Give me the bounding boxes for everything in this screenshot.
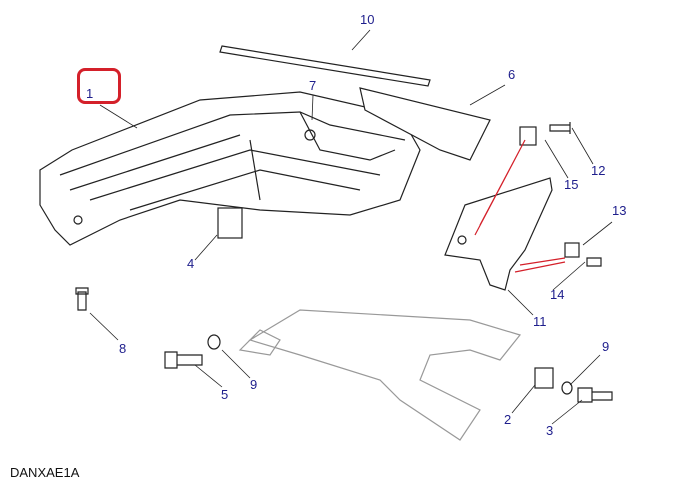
part-9-washer bbox=[561, 381, 573, 395]
leader-lines bbox=[89, 29, 613, 425]
callout-11[interactable]: 11 bbox=[533, 314, 547, 329]
callout-13[interactable]: 13 bbox=[612, 203, 627, 218]
part-1-bumper-end bbox=[39, 91, 421, 246]
part-11-bracket bbox=[444, 177, 553, 291]
part-12-bolt bbox=[549, 122, 571, 134]
callout-1[interactable]: 1 bbox=[86, 86, 94, 101]
part-3-bolt bbox=[577, 387, 613, 403]
part-9-washer bbox=[207, 334, 221, 350]
part-14-bolt bbox=[586, 257, 602, 267]
callout-9[interactable]: 9 bbox=[250, 377, 258, 392]
part-15-clip bbox=[519, 126, 537, 146]
part-2-nut bbox=[534, 367, 554, 389]
callout-2[interactable]: 2 bbox=[504, 412, 512, 427]
chassis-frame bbox=[238, 309, 522, 441]
callout-12[interactable]: 12 bbox=[591, 163, 606, 178]
diagram-code: DANXAE1A bbox=[10, 465, 80, 480]
callout-6[interactable]: 6 bbox=[508, 67, 516, 82]
part-6-panel bbox=[359, 87, 491, 161]
callout-10[interactable]: 10 bbox=[360, 12, 375, 27]
callout-5[interactable]: 5 bbox=[221, 387, 229, 402]
part-10-strip bbox=[219, 45, 431, 87]
callout-8[interactable]: 8 bbox=[119, 341, 127, 356]
callout-14[interactable]: 14 bbox=[550, 287, 565, 302]
callout-7[interactable]: 7 bbox=[309, 78, 317, 93]
part-5-bolt bbox=[164, 351, 203, 369]
highlight-box bbox=[77, 68, 121, 104]
callout-4[interactable]: 4 bbox=[187, 256, 195, 271]
callout-3[interactable]: 3 bbox=[546, 423, 554, 438]
callout-9[interactable]: 9 bbox=[602, 339, 610, 354]
part-13-nut bbox=[564, 242, 580, 258]
callout-15[interactable]: 15 bbox=[564, 177, 579, 192]
part-8-bolt bbox=[75, 287, 89, 311]
part-4-bracket bbox=[217, 207, 243, 239]
